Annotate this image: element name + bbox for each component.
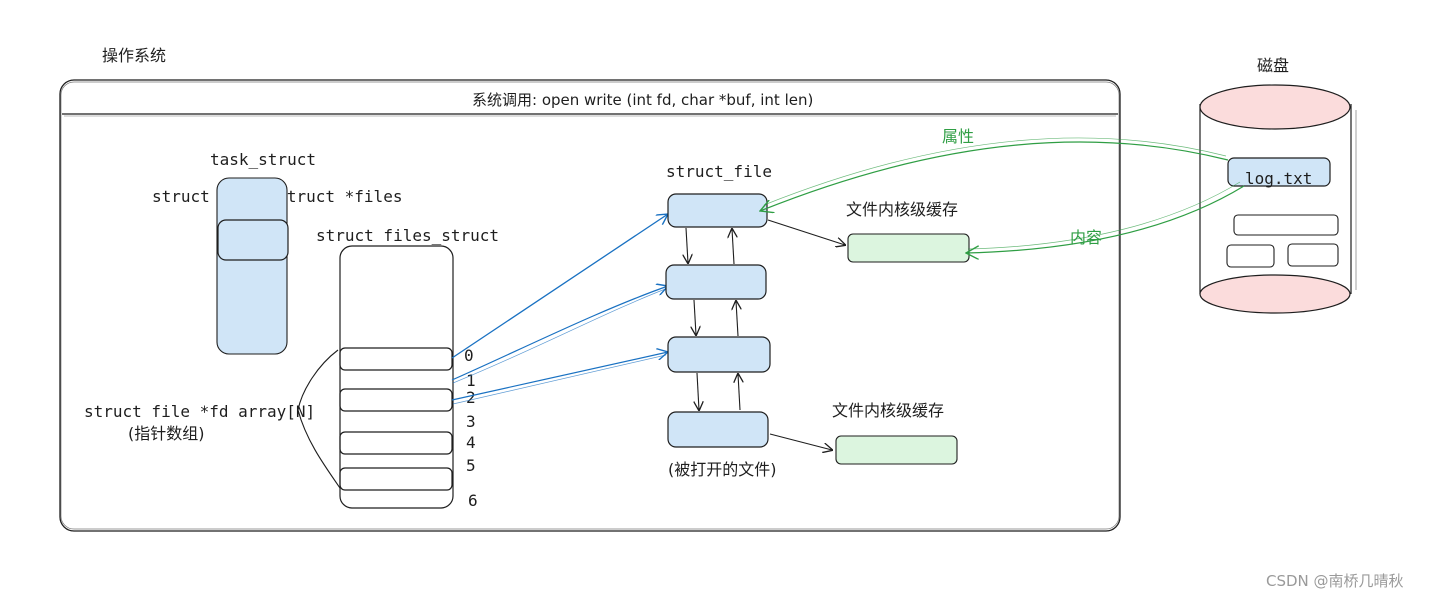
fd-cell-5 xyxy=(339,467,453,491)
watermark: CSDN @南桥几晴秋 xyxy=(1266,572,1404,590)
fd0-arrow xyxy=(451,214,668,359)
struct-file-caption: (被打开的文件) xyxy=(668,460,777,479)
log-file-box xyxy=(1227,157,1331,187)
files-struct-box xyxy=(339,245,454,509)
disk-bottom-cap xyxy=(1199,274,1351,314)
fd-index-5: 5 xyxy=(466,456,476,475)
fd-index-3: 3 xyxy=(466,412,476,431)
fd-array-label: struct file *fd array[N] xyxy=(84,402,315,421)
fd-index-2: 2 xyxy=(466,388,476,407)
fd-array-sublabel: (指针数组) xyxy=(128,424,205,443)
syscall-label: 系统调用: open write (int fd, char *buf, int… xyxy=(472,91,813,109)
attr-arrow xyxy=(760,141,1229,211)
cache-arrow-1 xyxy=(767,219,845,245)
disk-title: 磁盘 xyxy=(1257,56,1289,75)
os-title: 操作系统 xyxy=(102,46,166,65)
os-box xyxy=(59,79,1121,532)
struct-file-node-1 xyxy=(667,193,768,228)
disk-block-3 xyxy=(1287,243,1339,267)
os-box-sketch xyxy=(60,81,1120,530)
fd-index-0: 0 xyxy=(464,346,474,365)
fd1-arrow xyxy=(451,286,668,381)
link-up-1 xyxy=(732,229,734,265)
fd1-arrow-sketch xyxy=(452,287,669,384)
disk-body xyxy=(1200,104,1351,296)
kernel-cache-label-2: 文件内核级缓存 xyxy=(832,401,944,420)
fd-index-6: 6 xyxy=(468,491,478,510)
fd-index-4: 4 xyxy=(466,433,476,452)
content-arrow xyxy=(966,185,1245,253)
cache-arrow-2 xyxy=(769,433,832,450)
files-pointer-cell xyxy=(217,219,289,261)
link-down-2 xyxy=(694,299,696,335)
attr-arrow-sketch xyxy=(763,137,1227,206)
fd2-arrow xyxy=(451,352,668,401)
files-struct-title: struct files_struct xyxy=(316,226,499,245)
fd-cell-2 xyxy=(339,388,453,412)
content-label: 内容 xyxy=(1070,228,1102,247)
kernel-cache-box-1 xyxy=(847,233,970,263)
disk-block-2 xyxy=(1226,244,1275,268)
link-up-2 xyxy=(736,301,738,337)
link-up-3 xyxy=(738,374,740,411)
link-down-1 xyxy=(686,227,688,263)
link-down-3 xyxy=(697,372,699,410)
content-arrow-sketch xyxy=(967,181,1241,250)
attr-label: 属性 xyxy=(942,127,974,146)
kernel-cache-box-2 xyxy=(835,435,958,465)
fd-index-1: 1 xyxy=(466,371,476,390)
fd2-arrow-sketch xyxy=(452,354,667,405)
kernel-cache-label-1: 文件内核级缓存 xyxy=(846,200,958,219)
task-struct-box xyxy=(216,177,288,355)
struct-file-title: struct_file xyxy=(666,162,772,181)
task-struct-title: task_struct xyxy=(210,150,316,169)
fd-cell-0 xyxy=(339,347,453,371)
disk-block-1 xyxy=(1233,214,1339,236)
disk-top-cap xyxy=(1199,84,1351,130)
fd-cell-4 xyxy=(339,431,453,455)
log-file-name: log.txt xyxy=(1245,169,1312,188)
struct-file-node-3 xyxy=(667,336,771,373)
fd-array-brace xyxy=(297,349,341,489)
struct-file-node-4 xyxy=(667,411,769,448)
struct-file-node-2 xyxy=(665,264,767,300)
